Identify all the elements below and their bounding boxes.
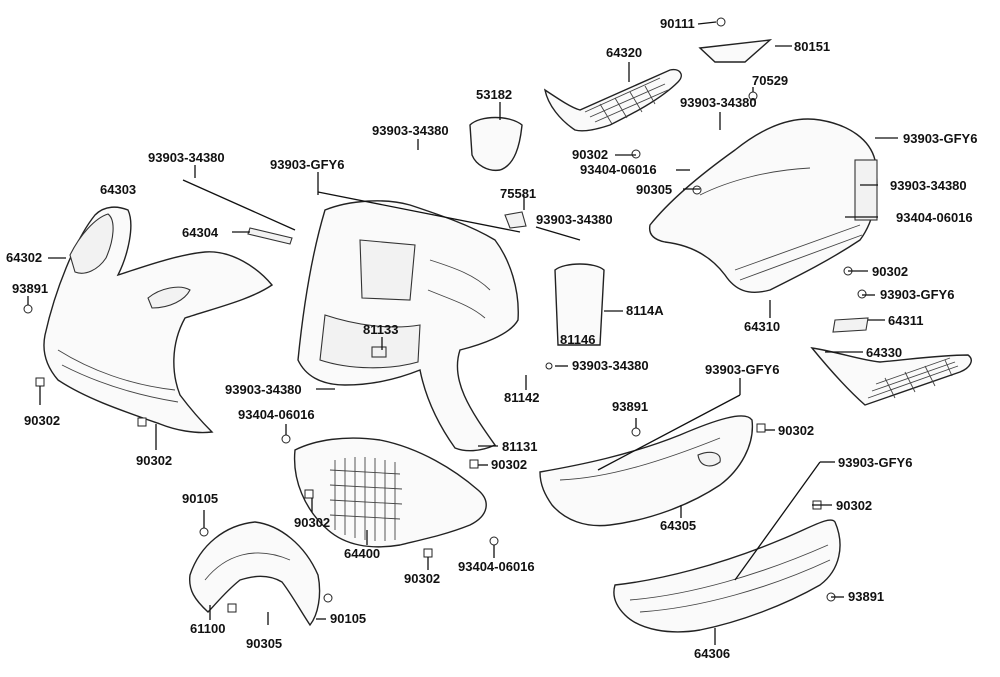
part-label-61100: 61100 — [190, 621, 226, 636]
part-label-93903-GFY6: 93903-GFY6 — [880, 287, 955, 302]
part-label-93903-34380: 93903-34380 — [890, 178, 967, 193]
small-parts — [247, 39, 869, 346]
part-label-93404-06016: 93404-06016 — [458, 559, 535, 574]
part-label-93903-GFY6: 93903-GFY6 — [838, 455, 913, 470]
part-label-80151: 80151 — [794, 39, 831, 54]
part-label-90302: 90302 — [404, 571, 441, 586]
part-label-93903-34380: 93903-34380 — [148, 150, 225, 165]
part-label-90302: 90302 — [778, 423, 815, 438]
part-label-93891: 93891 — [612, 399, 649, 414]
part-label-93903-34380: 93903-34380 — [536, 212, 613, 227]
part-label-90302: 90302 — [872, 264, 909, 279]
part-label-93903-GFY6: 93903-GFY6 — [903, 131, 978, 146]
side-cover-64306 — [613, 519, 841, 633]
part-label-93404-06016: 93404-06016 — [896, 210, 973, 225]
part-label-93891: 93891 — [848, 589, 885, 604]
part-label-90302: 90302 — [294, 515, 331, 530]
front-fender-61100 — [188, 521, 321, 627]
cover-53182 — [469, 116, 523, 172]
part-label-8114A: 8114A — [626, 303, 664, 318]
part-label-90305: 90305 — [246, 636, 283, 651]
part-label-90302: 90302 — [24, 413, 61, 428]
part-label-93903-GFY6: 93903-GFY6 — [705, 362, 780, 377]
part-label-64400: 64400 — [344, 546, 381, 561]
part-label-93404-06016: 93404-06016 — [580, 162, 657, 177]
cover-80151 — [698, 39, 773, 63]
floor-frame-64310 — [648, 118, 878, 293]
part-label-64305: 64305 — [660, 518, 697, 533]
part-label-90105: 90105 — [330, 611, 367, 626]
part-label-53182: 53182 — [476, 87, 513, 102]
leader-lines — [27, 21, 898, 645]
lower-cover-64400 — [293, 437, 487, 548]
part-label-90302: 90302 — [491, 457, 528, 472]
part-label-64304: 64304 — [182, 225, 219, 240]
part-label-90305: 90305 — [636, 182, 673, 197]
part-label-64310: 64310 — [744, 319, 781, 334]
part-label-90302: 90302 — [836, 498, 873, 513]
part-label-93404-06016: 93404-06016 — [238, 407, 315, 422]
part-label-93903-GFY6: 93903-GFY6 — [270, 157, 345, 172]
part-label-93903-34380: 93903-34380 — [572, 358, 649, 373]
part-label-64306: 64306 — [694, 646, 731, 661]
part-label-64320: 64320 — [606, 45, 643, 60]
floorboard-64320 — [543, 68, 682, 132]
bracket-8114A — [554, 263, 605, 346]
part-label-64330: 64330 — [866, 345, 903, 360]
floorboard-64330 — [810, 347, 972, 406]
side-cover-64305 — [539, 415, 754, 527]
part-label-64311: 64311 — [888, 313, 924, 328]
part-label-90105: 90105 — [182, 491, 219, 506]
part-label-64302: 64302 — [6, 250, 43, 265]
part-label-93903-34380: 93903-34380 — [680, 95, 757, 110]
part-label-81133: 81133 — [363, 322, 399, 337]
part-label-70529: 70529 — [752, 73, 789, 88]
pad-64311 — [832, 317, 869, 333]
clip-75581 — [504, 211, 527, 229]
inner-panel-81131 — [297, 200, 519, 452]
spring-64304 — [247, 227, 293, 245]
part-label-75581: 75581 — [500, 186, 537, 201]
part-label-93903-34380: 93903-34380 — [372, 123, 449, 138]
part-label-81131: 81131 — [502, 439, 538, 454]
part-label-90302: 90302 — [136, 453, 173, 468]
part-label-93891: 93891 — [12, 281, 49, 296]
part-label-81146: 81146 — [560, 332, 596, 347]
part-label-93903-34380: 93903-34380 — [225, 382, 302, 397]
front-cover-64302 — [43, 206, 274, 434]
part-label-81142: 81142 — [504, 390, 540, 405]
part-label-64303: 64303 — [100, 182, 137, 197]
part-label-90111: 90111 — [660, 16, 695, 31]
part-label-90302: 90302 — [572, 147, 609, 162]
